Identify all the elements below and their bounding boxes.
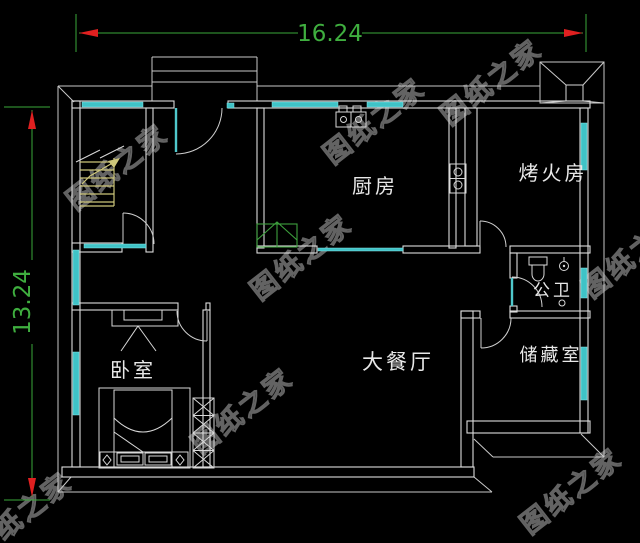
kitchen-label: 厨房 [352,175,398,198]
width-dimension-label: 16.24 [297,21,363,47]
watermark-text: 图纸之家 [434,33,548,131]
dimension-arrow-icon [564,29,583,37]
watermark-text: 图纸之家 [185,362,299,460]
window-sill [580,122,588,171]
pass-through-sill [317,247,404,252]
shower-head-icon [559,257,569,271]
window-sill [580,346,588,401]
bedroom-label: 卧室 [110,359,156,382]
kitchen-sink-icon [335,105,367,128]
nightstand-icon [99,451,115,469]
watermark-text: 图纸之家 [244,208,358,306]
dimension-arrow-icon [79,29,98,37]
window-sill [81,101,144,108]
window-sill [72,351,80,416]
left-dimension: 13.24 [4,106,50,501]
doors [122,107,543,349]
window-sill [72,249,80,306]
watermark-text: 图纸之家 [60,118,174,216]
dining-label: 大餐厅 [362,351,434,374]
floor-drain-icon [558,299,566,307]
height-dimension-label: 13.24 [10,269,36,335]
stair-room-door-swing-icon [122,212,155,245]
fire-room-label: 烤火房 [519,162,588,185]
wardrobe-icon [192,397,215,469]
building-eave-outline [57,85,605,493]
watermark-text: 图纸之家 [514,442,628,540]
dimension-arrow-icon [28,478,36,497]
stair-direction-arrow-icon [81,158,120,185]
chimney-icon [539,61,605,104]
bedroom-door-swing-icon [176,310,208,342]
room-labels: 厨房 烤火房 公卫 大餐厅 卧室 储藏室 [110,162,588,382]
storage-door-swing-icon [480,317,512,349]
entry-canopy [151,56,258,101]
bathroom-label: 公卫 [533,281,573,300]
bathroom-door-swing-icon [510,276,543,308]
toilet-icon [528,256,548,282]
stairs-icon [75,145,125,207]
dresser-icon [111,309,179,352]
top-dimension: 16.24 [75,14,587,52]
window-sill [366,101,404,108]
window-sill [580,267,588,299]
bed-icon [98,387,191,469]
windows [72,101,588,416]
entry-door-swing-icon [174,107,223,155]
storage-label: 储藏室 [520,345,583,365]
stove-icon [449,163,467,194]
nightstand-icon [171,451,189,469]
exterior-walls [61,100,591,478]
dimension-arrow-icon [28,110,36,129]
window-sill [83,243,147,249]
window-sill [271,101,339,108]
door-sill [226,102,235,109]
kitchen-counter-icon [256,221,298,248]
interior-walls [71,107,591,468]
fire-room-door-swing-icon [479,220,507,248]
